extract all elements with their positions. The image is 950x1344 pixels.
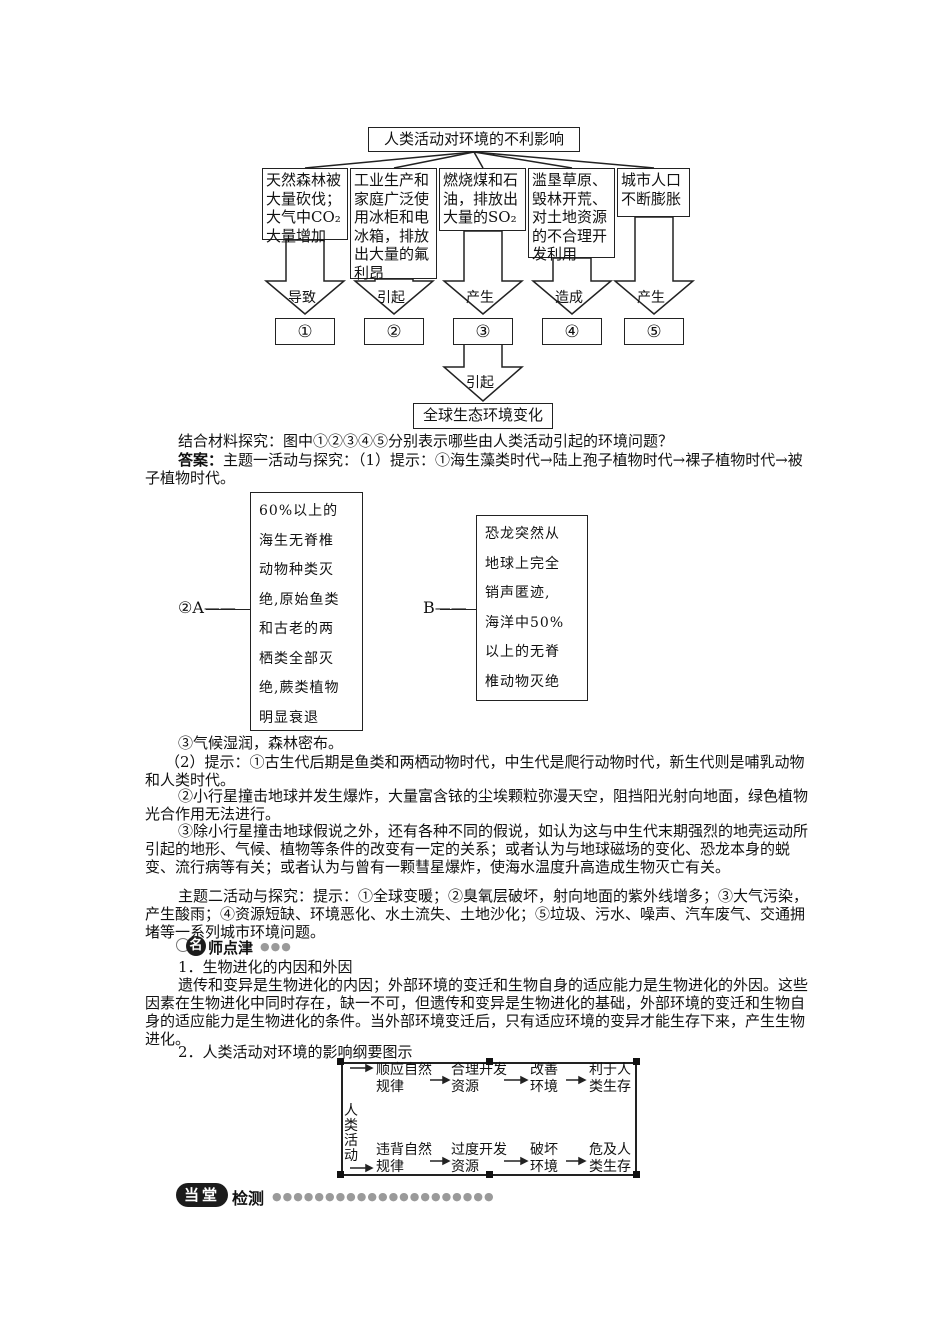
box-a-line: 海生无脊椎 (259, 532, 334, 549)
flow-bottom-4: 危及人类生存 (589, 1142, 635, 1176)
label-b: B—— (423, 598, 467, 617)
banner2-char1: 当 (183, 1186, 202, 1204)
flow-bottom-1: 违背自然规律 (376, 1142, 432, 1176)
box-a: 60%以上的 海生无脊椎 动物种类灭 绝,原始鱼类 和古老的两 栖类全部灭 绝,… (250, 492, 363, 731)
result-box-1: ① (275, 318, 335, 345)
banner1-dots: ●●● (260, 940, 292, 953)
result-4: ④ (564, 321, 580, 342)
flow-top-2-text: 合理开发资源 (451, 1062, 507, 1095)
cause-text-5: 城市人口不断膨胀 (621, 171, 682, 208)
flow-top-4: 利于人类生存 (589, 1062, 635, 1096)
flow-bottom-1-text: 违背自然规律 (376, 1142, 432, 1175)
result-5: ⑤ (646, 321, 662, 342)
box-b-line: 销声匿迹, (485, 585, 551, 601)
box-b-line: 以上的无脊 (485, 644, 560, 660)
box-a-line: 绝,蕨类植物 (259, 680, 340, 696)
cause-text-4: 滥垦草原、毁林开荒、对土地资源的不合理开发利用 (532, 171, 608, 263)
cause-text-3: 燃烧煤和石油，排放出大量的SO₂ (443, 171, 519, 226)
box-b-line: 海洋中50% (485, 614, 565, 631)
answer-p3: ③气候湿润，森林密布。 (178, 734, 344, 752)
verb-3: 产生 (466, 290, 494, 306)
answer-p6: ③除小行星撞击地球假说之外，还有各种不同的假说，如认为这与中生代末期强烈的地壳运… (145, 822, 809, 876)
bottom-verb: 引起 (466, 375, 494, 391)
cause-text-2: 工业生产和家庭广泛使用冰柜和电冰箱，排放出大量的氟利昂 (354, 171, 430, 282)
line-b (440, 609, 476, 610)
result-2: ② (386, 321, 402, 342)
flow-bottom-2: 过度开发资源 (451, 1142, 507, 1176)
flow-bottom-4-text: 危及人类生存 (589, 1142, 631, 1175)
box-a-line: 栖类全部灭 (259, 650, 334, 667)
box-b: 恐龙突然从 地球上完全 销声匿迹, 海洋中50% 以上的无脊 椎动物灭绝 (476, 515, 588, 701)
answer-p5: ②小行星撞击地球并发生爆炸，大量富含铱的尘埃颗粒弥漫天空，阻挡阳光射向地面，绿色… (145, 787, 809, 823)
line-a (206, 609, 250, 610)
banner2-char2: 堂 (202, 1186, 221, 1204)
verb-5: 产生 (637, 290, 665, 306)
verb-4: 造成 (555, 290, 583, 306)
flow-top-2: 合理开发资源 (451, 1062, 507, 1096)
flow-top-3: 改善环境 (530, 1062, 562, 1096)
result-box-5: ⑤ (624, 318, 684, 345)
banner2-badge: 当堂 (176, 1183, 228, 1207)
box-a-line: 明显衰退 (259, 709, 319, 726)
box-a-line: 绝,原始鱼类 (259, 591, 340, 608)
cause-box-5: 城市人口不断膨胀 (617, 168, 690, 217)
question: 结合材料探究：图中①②③④⑤分别表示哪些由人类活动引起的环境问题？ (178, 432, 674, 450)
tips-h2: 2．人类活动对环境的影响纲要图示 (178, 1043, 413, 1061)
result-1: ① (297, 321, 313, 342)
tips-p1: 遗传和变异是生物进化的内因；外部环境的变迁和生物自身的适应能力是生物进化的外因。… (145, 976, 809, 1048)
box-a-line: 60%以上的 (259, 503, 339, 519)
flow-bottom-3: 破坏环境 (530, 1142, 562, 1176)
flow-top-1: 顺应自然规律 (376, 1062, 432, 1096)
box-a-line: 和古老的两 (259, 621, 334, 637)
box-a-line: 动物种类灭 (259, 562, 334, 578)
result-box-2: ② (364, 318, 424, 345)
box-b-line: 椎动物灭绝 (485, 673, 560, 690)
flow-bottom-3-text: 破坏环境 (530, 1142, 558, 1175)
diagram-lines (263, 151, 696, 402)
cause-box-2: 工业生产和家庭广泛使用冰柜和电冰箱，排放出大量的氟利昂 (350, 168, 437, 282)
flow-left-label: 人类活动 (344, 1104, 362, 1164)
tips-h1: 1．生物进化的内因和外因 (178, 958, 353, 976)
banner1-char: 名 (189, 938, 203, 953)
answer-p4: （2）提示：①古生代后期是鱼类和两栖动物时代，中生代是爬行动物时代，新生代则是哺… (145, 753, 805, 789)
flow-top-3-text: 改善环境 (530, 1062, 558, 1095)
banner2-dots: ●●●●●●●●●●●●●●●●●●●●● (272, 1190, 495, 1203)
result-3: ③ (475, 321, 491, 342)
banner2-title: 检测 (232, 1189, 265, 1208)
cause-box-4: 滥垦草原、毁林开荒、对土地资源的不合理开发利用 (528, 168, 615, 263)
box-b-line: 恐龙突然从 (485, 526, 560, 542)
cause-box-1: 天然森林被大量砍伐；大气中CO₂大量增加 (262, 168, 348, 245)
banner1-title: 师点津 (208, 939, 254, 957)
verb-2: 引起 (377, 290, 405, 306)
flow-left-text: 人类活动 (344, 1103, 358, 1164)
bottom-text: 全球生态环境变化 (422, 406, 543, 424)
result-box-3: ③ (453, 318, 513, 345)
answer-label: 答案： (178, 451, 224, 469)
label-a: ②A—— (178, 598, 236, 617)
diagram-title-box: 人类活动对环境的不利影响 (368, 127, 580, 152)
banner1-char-badge: 名 (186, 936, 206, 956)
bottom-box: 全球生态环境变化 (413, 403, 553, 429)
cause-box-3: 燃烧煤和石油，排放出大量的SO₂ (439, 168, 526, 231)
cause-text-1: 天然森林被大量砍伐；大气中CO₂大量增加 (266, 171, 342, 245)
verb-1: 导致 (288, 290, 316, 306)
flow-top-1-text: 顺应自然规律 (376, 1062, 432, 1095)
answer-text: 主题一活动与探究：（1）提示：①海生藻类时代→陆上孢子植物时代→裸子植物时代→被… (145, 451, 803, 487)
box-b-line: 地球上完全 (485, 555, 560, 572)
result-box-4: ④ (542, 318, 602, 345)
question-text: 结合材料探究：图中①②③④⑤分别表示哪些由人类活动引起的环境问题？ (145, 432, 813, 450)
answer-paragraph: 答案：主题一活动与探究：（1）提示：①海生藻类时代→陆上孢子植物时代→裸子植物时… (145, 451, 813, 487)
flow-top-4-text: 利于人类生存 (589, 1062, 631, 1095)
flow-bottom-2-text: 过度开发资源 (451, 1142, 507, 1175)
diagram-title: 人类活动对环境的不利影响 (383, 130, 564, 148)
